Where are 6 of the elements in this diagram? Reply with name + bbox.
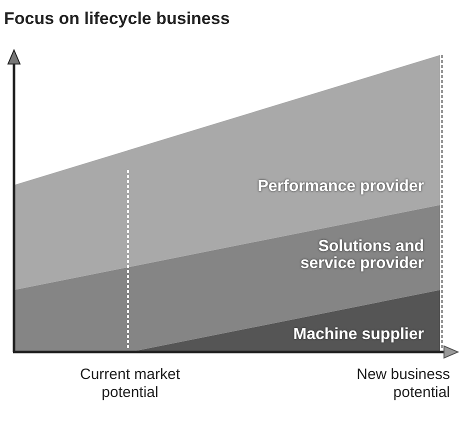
chart-title: Focus on lifecycle business (4, 8, 230, 30)
area-label: Performance provider (256, 178, 424, 195)
area-label: Machine supplier (292, 326, 424, 343)
axis-label: Current market potential (78, 366, 182, 402)
axis-label: New business potential (356, 366, 450, 402)
area-label: Solutions and service provider (299, 238, 424, 272)
